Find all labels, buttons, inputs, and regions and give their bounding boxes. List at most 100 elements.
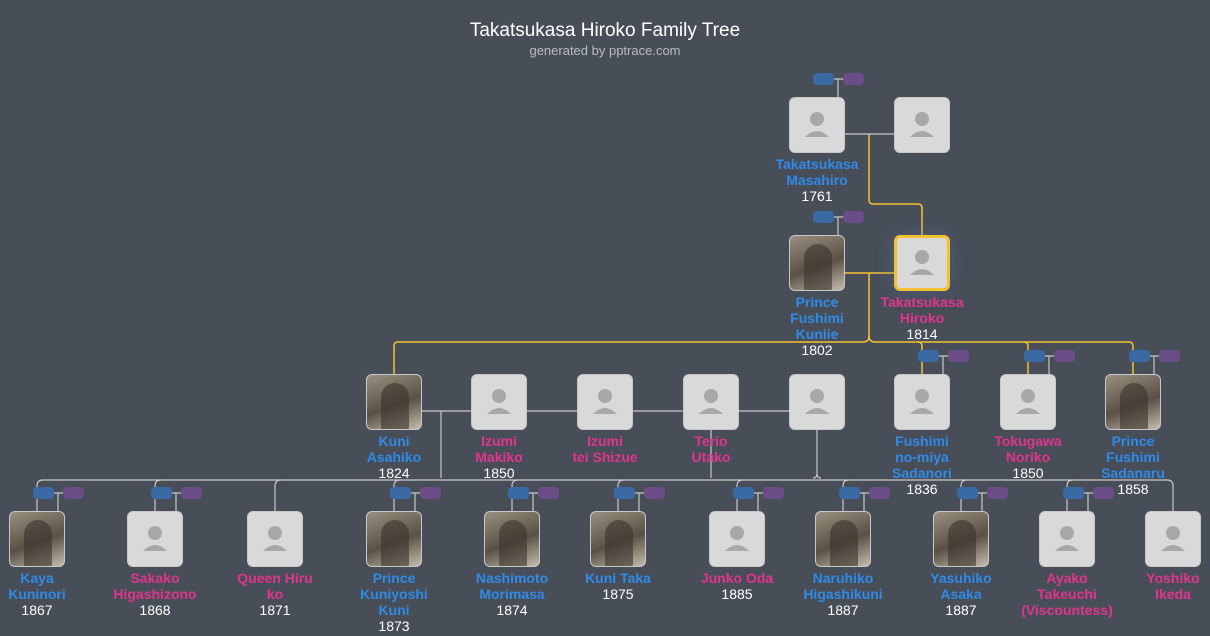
person-name[interactable]: Kuniie (795, 326, 839, 342)
person-name[interactable]: (Viscountess) (1021, 602, 1113, 618)
show-mother-button[interactable] (1093, 487, 1114, 499)
show-mother-button[interactable] (538, 487, 559, 499)
person-card-hiroko[interactable] (894, 235, 950, 291)
person-name[interactable]: Kuni (378, 433, 410, 449)
show-father-button[interactable] (918, 350, 939, 362)
person-card-sadanori[interactable] (894, 374, 950, 430)
person-name[interactable]: Junko Oda (700, 570, 774, 586)
person-name[interactable]: Fushimi (895, 433, 949, 449)
person-name[interactable]: Sadanaru (1101, 465, 1165, 481)
show-mother-button[interactable] (843, 73, 864, 85)
person-placeholder-icon (1161, 526, 1185, 551)
person-name[interactable]: Kuniyoshi (360, 586, 428, 602)
person-name[interactable]: Takatsukasa (880, 294, 964, 310)
portrait-photo (804, 244, 832, 290)
person-name[interactable]: Asahiko (366, 449, 422, 465)
person-name[interactable]: Kuni (378, 602, 410, 618)
person-name[interactable]: Fushimi (1106, 449, 1160, 465)
pill-connector (834, 78, 843, 97)
show-mother-button[interactable] (420, 487, 441, 499)
person-name[interactable]: Higashikuni (803, 586, 883, 602)
person-name[interactable]: Noriko (1005, 449, 1051, 465)
person-name[interactable]: no-miya (895, 449, 949, 465)
person-name[interactable]: Makiko (475, 449, 523, 465)
person-name[interactable]: Higashizono (113, 586, 197, 602)
person-name[interactable]: Tokugawa (994, 433, 1062, 449)
show-father-button[interactable] (957, 487, 978, 499)
person-card-asahiko[interactable] (366, 374, 422, 430)
person-name[interactable]: Prince (795, 294, 839, 310)
person-card-sakako[interactable] (127, 511, 183, 567)
person-card-yasuhiko[interactable] (933, 511, 989, 567)
person-name[interactable]: Morimasa (479, 586, 545, 602)
person-card-makiko[interactable] (471, 374, 527, 430)
person-card-masahiro[interactable] (789, 97, 845, 153)
show-father-button[interactable] (813, 211, 834, 223)
person-name[interactable]: Ikeda (1155, 586, 1191, 602)
person-card-ayako[interactable] (1039, 511, 1095, 567)
show-mother-button[interactable] (869, 487, 890, 499)
show-mother-button[interactable] (63, 487, 84, 499)
show-mother-button[interactable] (843, 211, 864, 223)
show-father-button[interactable] (733, 487, 754, 499)
person-name[interactable]: Kuninori (8, 586, 66, 602)
person-card-unknown[interactable] (789, 374, 845, 430)
person-card-kuniie[interactable] (789, 235, 845, 291)
person-name[interactable]: ko (266, 586, 284, 602)
person-card-yoshiko[interactable] (1145, 511, 1201, 567)
show-mother-button[interactable] (763, 487, 784, 499)
person-name[interactable]: Utako (691, 449, 731, 465)
person-name[interactable]: Masahiro (786, 172, 848, 188)
person-card-kuniyoshi[interactable] (366, 511, 422, 567)
person-card-junko[interactable] (709, 511, 765, 567)
show-mother-button[interactable] (1054, 350, 1075, 362)
person-name[interactable]: Sadanori (892, 465, 952, 481)
person-name[interactable]: Kaya (20, 570, 54, 586)
person-card-hiruko[interactable] (247, 511, 303, 567)
person-name[interactable]: Naruhiko (812, 570, 874, 586)
person-name[interactable]: Prince (1111, 433, 1155, 449)
show-father-button[interactable] (1024, 350, 1045, 362)
person-name[interactable]: Ayako (1046, 570, 1088, 586)
person-card-noriko[interactable] (1000, 374, 1056, 430)
show-mother-button[interactable] (1159, 350, 1180, 362)
person-name[interactable]: Prince (372, 570, 416, 586)
show-father-button[interactable] (390, 487, 411, 499)
person-card-shizue[interactable] (577, 374, 633, 430)
person-card-utako[interactable] (683, 374, 739, 430)
person-name[interactable]: Fushimi (790, 310, 844, 326)
person-placeholder-icon (699, 389, 723, 414)
show-mother-button[interactable] (644, 487, 665, 499)
person-name[interactable]: Terio (694, 433, 728, 449)
person-name[interactable]: Izumi (481, 433, 517, 449)
person-name[interactable]: tei Shizue (572, 449, 638, 465)
person-name[interactable]: Hiroko (899, 310, 945, 326)
person-name[interactable]: Takeuchi (1037, 586, 1097, 602)
show-father-button[interactable] (33, 487, 54, 499)
person-name[interactable]: Takatsukasa (775, 156, 859, 172)
show-father-button[interactable] (1063, 487, 1084, 499)
show-mother-button[interactable] (987, 487, 1008, 499)
person-card-naruhiko[interactable] (815, 511, 871, 567)
show-father-button[interactable] (813, 73, 834, 85)
show-mother-button[interactable] (948, 350, 969, 362)
show-father-button[interactable] (151, 487, 172, 499)
person-card-morimasa[interactable] (484, 511, 540, 567)
person-name[interactable]: Nashimoto (475, 570, 549, 586)
person-card-kuninori[interactable] (9, 511, 65, 567)
person-card-sadanaru[interactable] (1105, 374, 1161, 430)
person-name[interactable]: Yoshiko (1146, 570, 1200, 586)
person-name[interactable]: Kuni Taka (585, 570, 651, 586)
person-card-masahiro-spouse[interactable] (894, 97, 950, 153)
show-father-button[interactable] (839, 487, 860, 499)
show-mother-button[interactable] (181, 487, 202, 499)
person-card-taka[interactable] (590, 511, 646, 567)
person-name[interactable]: Sakako (130, 570, 180, 586)
person-name[interactable]: Asaka (940, 586, 982, 602)
show-father-button[interactable] (1129, 350, 1150, 362)
show-father-button[interactable] (614, 487, 635, 499)
person-name[interactable]: Yasuhiko (930, 570, 992, 586)
person-name[interactable]: Queen Hiru (237, 570, 313, 586)
person-name[interactable]: Izumi (587, 433, 623, 449)
show-father-button[interactable] (508, 487, 529, 499)
